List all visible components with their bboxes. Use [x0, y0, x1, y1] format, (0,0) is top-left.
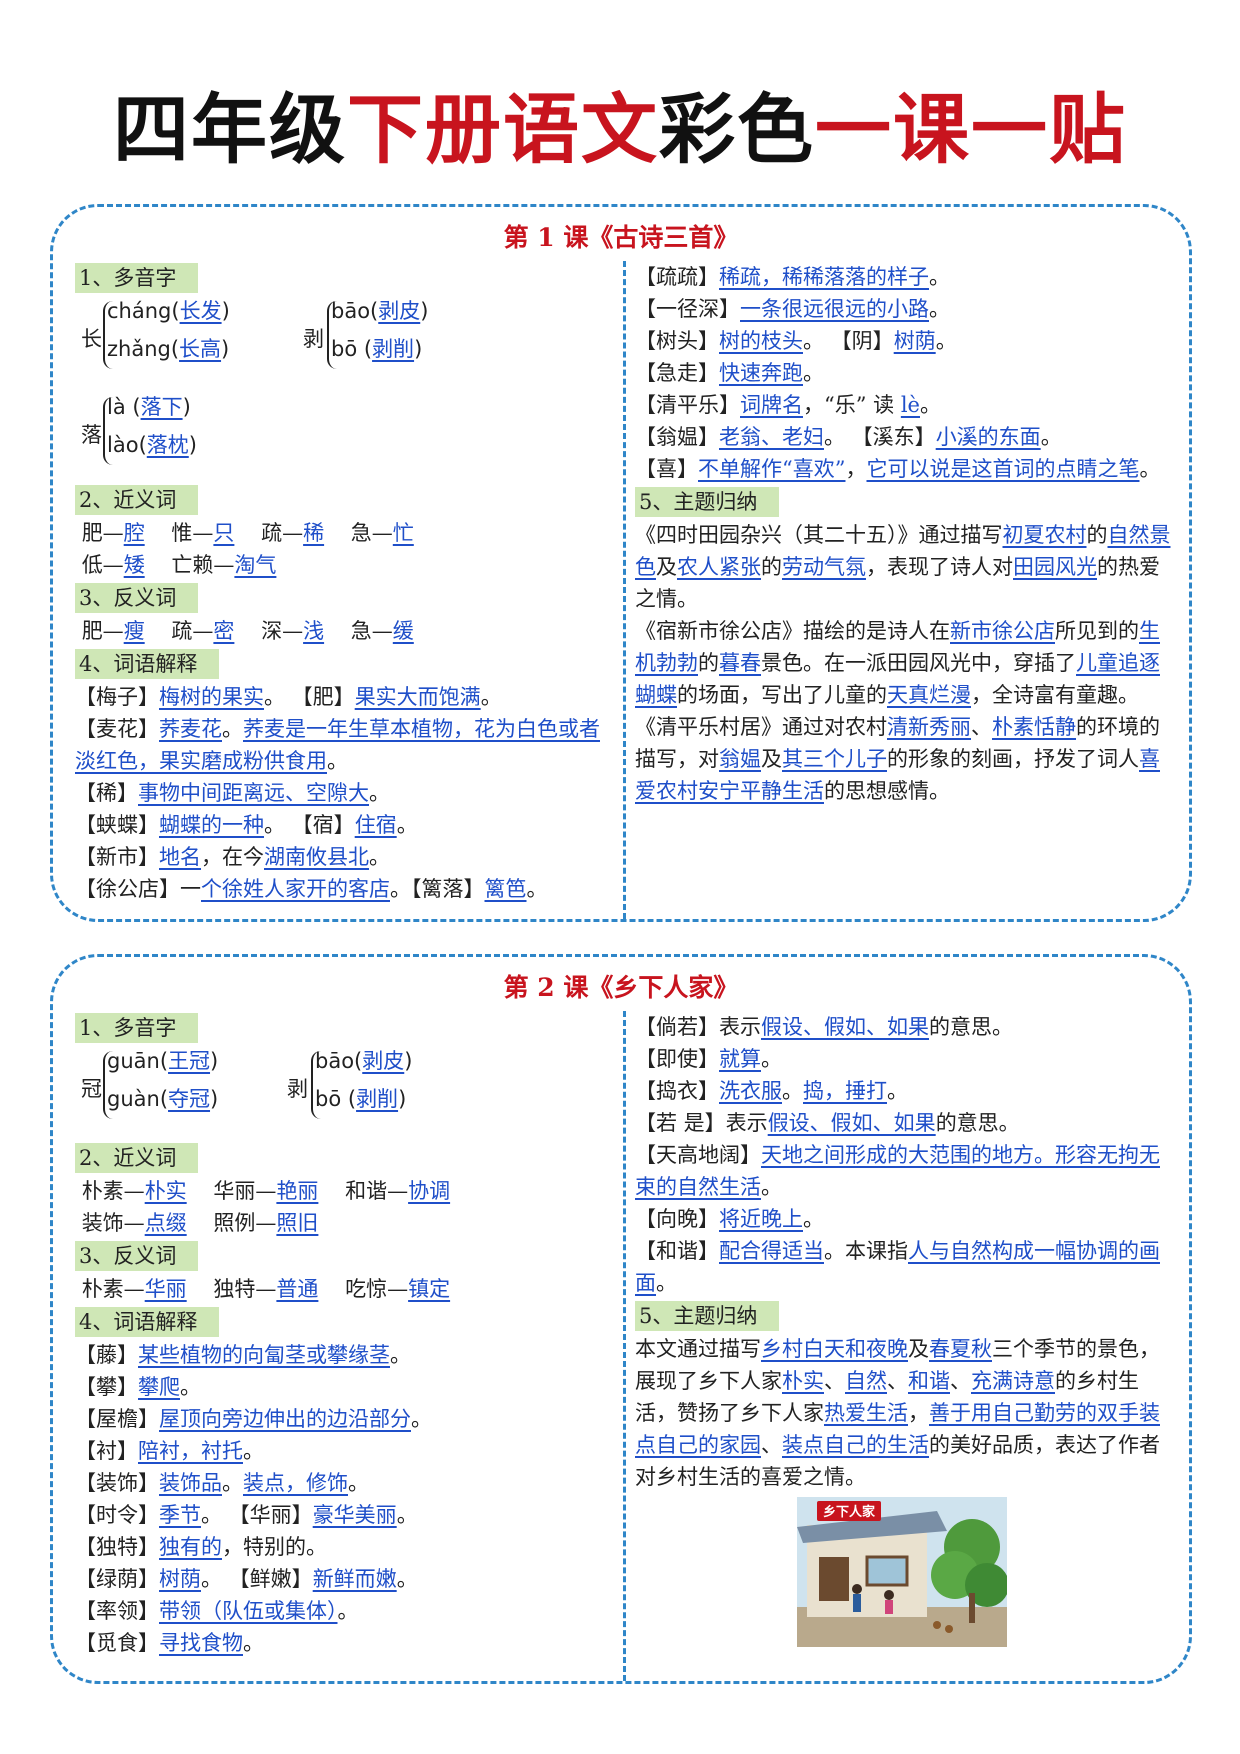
antonym-line: 肥—瘦 疏—密 深—浅 急—缓 — [81, 619, 414, 643]
theme-paragraph: 《宿新市徐公店》描绘的是诗人在新市徐公店所见到的生机勃勃的暮春景色。在一派田园风… — [635, 619, 1160, 707]
section-antonyms: 3、反义词 — [75, 583, 199, 613]
lesson-2-title: 第 2 课《乡下人家》 — [503, 973, 739, 1002]
definition-line: 【喜】不单解作“喜欢”，它可以说是这首词的点睛之笔。 — [635, 457, 1161, 481]
definition-line: 【觅食】寻找食物。 — [75, 1631, 264, 1655]
poly-option: guàn(夺冠) — [107, 1087, 219, 1111]
brace — [103, 397, 115, 465]
definition-line: 【疏疏】稀疏，稀稀落落的样子。 — [635, 265, 950, 289]
poly-option: bō (剥削) — [315, 1087, 407, 1111]
poly-option: guān(王冠) — [107, 1049, 219, 1073]
poly-char: 落 — [81, 423, 102, 447]
poly-char: 剥 — [287, 1077, 308, 1101]
definition-line: 【向晚】将近晚上。 — [635, 1207, 824, 1231]
definition-line: 【藤】某些植物的向匐茎或攀缘茎。 — [75, 1343, 411, 1367]
page-title: 四年级下册语文彩色一课一贴 — [113, 85, 1127, 174]
lesson-2-card: 第 2 课《乡下人家》 1、多音字 冠 guān(王冠) guàn(夺冠) 剥 … — [50, 954, 1192, 1684]
poly-option: bāo(剥皮) — [331, 299, 429, 323]
brace — [103, 301, 115, 369]
definition-line: 【和谐】配合得适当。本课指人与自然构成一幅协调的画面。 — [635, 1239, 1160, 1295]
definition-line: 【梅子】梅树的果实。 【肥】果实大而饱满。 — [75, 685, 502, 709]
column-divider — [623, 261, 626, 919]
definition-line: 【若 是】表示假设、假如、如果的意思。 — [635, 1111, 1020, 1135]
definition-line: 【攀】攀爬。 — [75, 1375, 201, 1399]
poly-option: bō (剥削) — [331, 337, 423, 361]
house-sign-text: 乡下人家 — [823, 1504, 876, 1520]
section-synonyms: 2、近义词 — [75, 485, 199, 515]
definition-line: 【时令】季节。 【华丽】豪华美丽。 — [75, 1503, 418, 1527]
definition-line: 【天高地阔】天地之间形成的大范围的地方。形容无拘无束的自然生活。 — [635, 1143, 1160, 1199]
lesson-1-right-column: 【疏疏】稀疏，稀稀落落的样子。 【一径深】一条很远很远的小路。 【树头】树的枝头… — [635, 261, 1175, 807]
poly-option: bāo(剥皮) — [315, 1049, 413, 1073]
brace — [103, 1051, 115, 1119]
village-house-illustration: 乡下人家 — [797, 1497, 1007, 1647]
section-polyphonic: 1、多音字 — [75, 263, 199, 293]
synonym-line: 朴素—朴实 华丽—艳丽 和谐—协调 — [81, 1179, 451, 1203]
definition-line: 【树头】树的枝头。 【阴】树荫。 — [635, 329, 957, 353]
poly-option: lào(落枕) — [107, 433, 197, 457]
poly-option: là (落下) — [107, 395, 191, 419]
lesson-2-left-column: 1、多音字 冠 guān(王冠) guàn(夺冠) 剥 bāo(剥皮) bō (… — [75, 1011, 615, 1659]
lesson-1-card: 第 1 课《古诗三首》 1、多音字 长 cháng(长发) zhǎng(长高) … — [50, 204, 1192, 922]
section-theme: 5、主题归纳 — [635, 487, 780, 517]
definition-line: 【独特】独有的，特别的。 — [75, 1535, 327, 1559]
definition-line: 【装饰】装饰品。装点，修饰。 — [75, 1471, 369, 1495]
definition-line: 【一径深】一条很远很远的小路。 — [635, 297, 950, 321]
poly-char: 剥 — [303, 327, 324, 351]
column-divider — [623, 1011, 626, 1681]
section-definitions: 4、词语解释 — [75, 1307, 220, 1337]
definition-line: 【急走】快速奔跑。 — [635, 361, 824, 385]
poly-option: cháng(长发) — [107, 299, 230, 323]
lesson-1-left-column: 1、多音字 长 cháng(长发) zhǎng(长高) 剥 bāo(剥皮) bō… — [75, 261, 615, 905]
section-definitions: 4、词语解释 — [75, 649, 220, 679]
synonym-line: 装饰—点缀 照例—照旧 — [81, 1211, 319, 1235]
definition-line: 【绿荫】树荫。 【鲜嫩】新鲜而嫩。 — [75, 1567, 418, 1591]
polyphonic-row: 长 cháng(长发) zhǎng(长高) 剥 bāo(剥皮) bō (剥削) — [75, 295, 615, 381]
definition-line: 【稀】事物中间距离远、空隙大。 — [75, 781, 390, 805]
antonym-line: 朴素—华丽 独特—普通 吃惊—镇定 — [81, 1277, 451, 1301]
definition-line: 【徐公店】一个徐姓人家开的客店。【篱落】篱笆。 — [75, 877, 548, 901]
section-theme: 5、主题归纳 — [635, 1301, 780, 1331]
definition-line: 【新市】地名，在今湖南攸县北。 — [75, 845, 390, 869]
definition-line: 【蛱蝶】蝴蝶的一种。 【宿】住宿。 — [75, 813, 418, 837]
brace — [311, 1051, 323, 1119]
poly-char: 长 — [81, 327, 102, 351]
lesson-2-right-column: 【倘若】表示假设、假如、如果的意思。 【即使】就算。 【捣衣】洗衣服。捣，捶打。… — [635, 1011, 1175, 1647]
synonym-line: 低—矮 亡赖—淘气 — [81, 553, 277, 577]
definition-line: 【屋檐】屋顶向旁边伸出的边沿部分。 — [75, 1407, 432, 1431]
definition-line: 【翁媪】老翁、老妇。 【溪东】小溪的东面。 — [635, 425, 1062, 449]
definition-line: 【麦花】荞麦花。荞麦是一年生草本植物，花为白色或者淡红色，果实磨成粉供食用。 — [75, 717, 600, 773]
polyphonic-row: 落 là (落下) lào(落枕) — [75, 391, 615, 477]
definition-line: 【倘若】表示假设、假如、如果的意思。 — [635, 1015, 1013, 1039]
poly-char: 冠 — [81, 1077, 102, 1101]
theme-paragraph: 本文通过描写乡村白天和夜晚及春夏秋三个季节的景色，展现了乡下人家朴实、自然、和谐… — [635, 1337, 1160, 1489]
definition-line: 【清平乐】词牌名，“乐” 读 lè。 — [635, 393, 941, 417]
section-synonyms: 2、近义词 — [75, 1143, 199, 1173]
definition-line: 【率领】带领（队伍或集体）。 — [75, 1599, 359, 1623]
theme-paragraph: 《清平乐村居》通过对农村清新秀丽、朴素恬静的环境的描写，对翁媪及其三个儿子的形象… — [635, 715, 1160, 803]
lesson-1-title: 第 1 课《古诗三首》 — [503, 223, 739, 252]
definition-line: 【即使】就算。 — [635, 1047, 782, 1071]
section-polyphonic: 1、多音字 — [75, 1013, 199, 1043]
theme-paragraph: 《四时田园杂兴（其二十五）》通过描写初夏农村的自然景色及农人紧张的劳动气氛，表现… — [635, 523, 1171, 611]
poly-option: zhǎng(长高) — [107, 337, 230, 361]
polyphonic-row: 冠 guān(王冠) guàn(夺冠) 剥 bāo(剥皮) bō (剥削) — [75, 1045, 615, 1131]
definition-line: 【衬】陪衬，衬托。 — [75, 1439, 264, 1463]
synonym-line: 肥—腔 惟—只 疏—稀 急—忙 — [81, 521, 414, 545]
brace — [327, 301, 339, 369]
definition-line: 【捣衣】洗衣服。捣，捶打。 — [635, 1079, 908, 1103]
section-antonyms: 3、反义词 — [75, 1241, 199, 1271]
